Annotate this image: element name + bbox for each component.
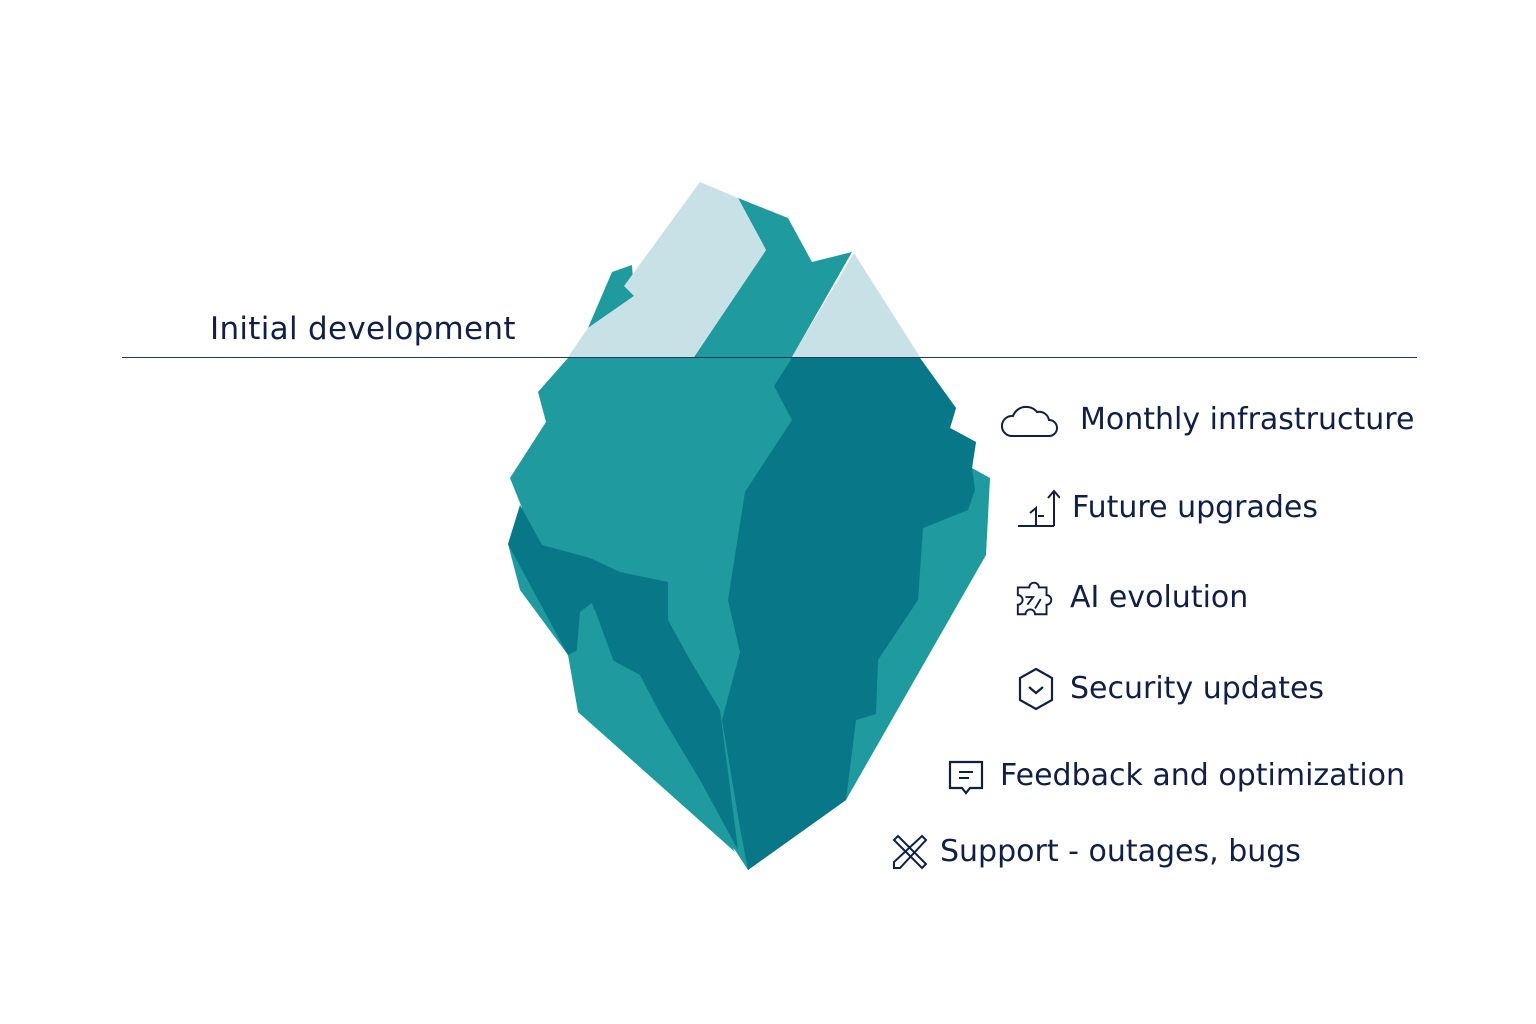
iceberg-tip-left-shadow	[588, 265, 634, 328]
item-future-upgrades: Future upgrades	[1016, 486, 1318, 530]
item-ai-evolution: AI evolution	[1014, 576, 1248, 620]
upgrade-arrow-icon	[1016, 486, 1060, 530]
iceberg-dark-left	[508, 505, 738, 850]
item-monthly-infrastructure: Monthly infrastructure	[1000, 398, 1414, 442]
iceberg-dark-right	[722, 358, 976, 870]
waterline	[122, 357, 1417, 358]
item-label: Support - outages, bugs	[940, 834, 1301, 869]
above-water-label: Initial development	[210, 311, 516, 347]
item-label: AI evolution	[1070, 580, 1249, 615]
tools-icon	[888, 830, 932, 874]
item-label: Feedback and optimization	[1000, 758, 1406, 793]
chat-feedback-icon	[944, 754, 988, 798]
item-label: Monthly infrastructure	[1080, 402, 1415, 437]
cloud-icon	[1000, 398, 1060, 442]
iceberg-tip-light-main	[568, 182, 766, 357]
shield-check-icon	[1014, 667, 1058, 711]
item-support: Support - outages, bugs	[888, 830, 1301, 874]
item-security-updates: Security updates	[1014, 667, 1324, 711]
puzzle-icon	[1014, 576, 1058, 620]
item-feedback-optimization: Feedback and optimization	[944, 754, 1405, 798]
item-label: Future upgrades	[1072, 490, 1319, 525]
iceberg-sliver-left	[575, 603, 735, 852]
iceberg-tip-center	[694, 198, 852, 357]
item-label: Security updates	[1070, 671, 1325, 706]
iceberg-tip-light-right	[792, 253, 920, 357]
